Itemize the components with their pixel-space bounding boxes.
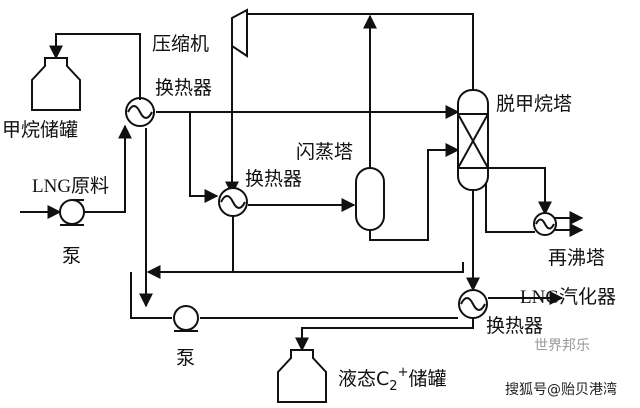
label-methane-tank: 甲烷储罐 [2, 119, 78, 141]
label-c2-tank-sup: + [398, 365, 409, 380]
methane-tank-icon [31, 57, 81, 111]
label-compressor: 压缩机 [152, 33, 209, 55]
label-lng-feed: LNG原料 [32, 175, 109, 197]
pipe-left-down-to-pump [130, 272, 172, 319]
label-flash-tower: 闪蒸塔 [296, 141, 353, 163]
pump-left-icon [59, 199, 85, 226]
label-hx-bottom: 换热器 [486, 315, 543, 337]
label-pump-left: 泵 [62, 245, 81, 267]
label-hx-top: 换热器 [155, 77, 212, 99]
watermark-source: 搜狐号@贻贝港湾 [505, 381, 617, 398]
pipe-flash-bottom-to-demethanizer [369, 143, 460, 241]
label-reboiler: 再沸塔 [548, 247, 605, 269]
heat-exchanger-mid-icon [218, 187, 248, 217]
c2-tank-icon [277, 349, 327, 403]
label-c2-tank: 液态C2+储罐 [338, 365, 446, 394]
pipe-compressor-to-demethanizer [245, 13, 474, 90]
label-lng-vaporizer: LNG汽化器 [520, 286, 616, 308]
pump-bottom-icon [173, 305, 199, 332]
piping [20, 13, 584, 352]
label-c2-tank-sub: 2 [389, 379, 397, 394]
compressor-icon [231, 8, 248, 58]
label-pump-bottom: 泵 [176, 347, 195, 369]
heat-exchanger-bottom-icon [458, 289, 488, 319]
pipe-hx-bottom-return-left [148, 262, 464, 273]
demethanizer-icon [457, 89, 489, 191]
label-hx-mid: 换热器 [245, 168, 302, 190]
pipe-hx-top-to-methane-tank [49, 33, 141, 98]
pipe-hx-top-to-hx-mid [189, 112, 219, 203]
pipe-hx-mid-return [146, 216, 234, 279]
label-c2-tank-prefix: 液态C [338, 368, 389, 390]
pipe-hx-bottom-to-c2-tank [295, 316, 474, 352]
heat-exchanger-top-icon [125, 97, 155, 127]
pipe-reboiler-return [485, 180, 535, 233]
pipe-pump-to-hx-top [84, 124, 132, 213]
label-c2-tank-suffix: 储罐 [408, 368, 446, 390]
watermark-faint: 世界邦乐 [534, 338, 590, 354]
pipe-demethanizer-to-reboiler [488, 167, 552, 216]
label-demethanizer: 脱甲烷塔 [496, 93, 572, 115]
reboiler-icon [533, 212, 557, 236]
flash-tower-icon [355, 167, 385, 231]
